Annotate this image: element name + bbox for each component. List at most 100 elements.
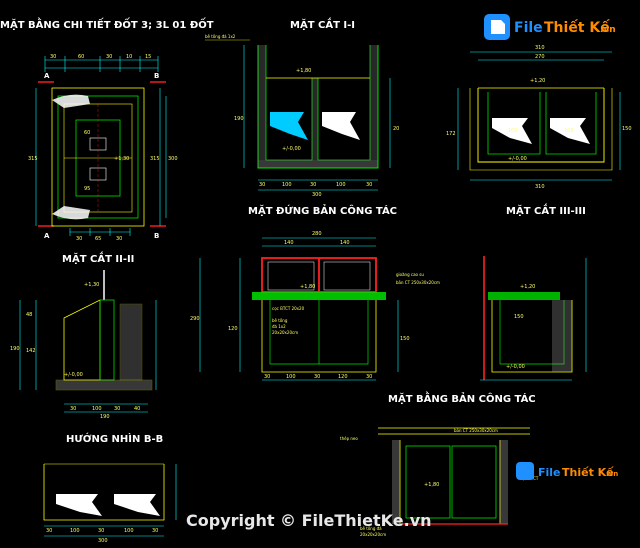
section-3-title: MẶT CẮT III-III [506,202,586,217]
marker-b-bottom: B [154,232,159,240]
elevation-sub-dim-1: 140 [284,240,294,246]
logo-text-vn: .vn [600,25,616,35]
logo-text-thietke-small: Thiết Kế [562,466,614,479]
section-2-title: MẶT CẮT II-II [62,250,134,265]
section-1-total-dim: 300 [312,192,322,198]
plan-inner-dim-2: 95 [84,186,90,192]
elevation-sub-dim-2: 140 [340,240,350,246]
section-1-title: MẶT CẮT I-I [290,16,355,31]
watermark-logo-top: File Thiết Kế .vn [484,14,616,40]
section-1-bottom-dim-3: 30 [310,182,316,188]
section-1-bottom-dim-5: 30 [366,182,372,188]
section-3-level-mid: +/-0,00 [508,156,527,162]
elevation-bottom-dim-3: 30 [314,374,320,380]
elevation-level: +1,80 [300,284,315,290]
section-1-bottom-dim-4: 100 [336,182,346,188]
section-3-top-dim-2: 270 [535,54,545,60]
marker-b-top: B [154,72,159,80]
section-2-side-dim-1: 48 [26,312,32,318]
plan-top-dim-1: 30 [50,54,56,60]
plan-platform-note-5: 20x20x20cm [360,532,386,537]
plan-bottom-dim-1: 30 [76,236,82,242]
section-2-bottom-dim-4: 40 [134,406,140,412]
section-1-bottom-dim-2: 100 [282,182,292,188]
view-b-dim-1: 30 [46,528,52,534]
section-2-side-dim-3: 142 [26,348,36,354]
section-1-side-dim-2: 20 [393,126,399,132]
section-2-bottom-dim-2: 100 [92,406,102,412]
view-b-total-dim: 300 [98,538,108,544]
view-b-view: HƯỚNG NHÌN B-B 30 100 30 100 30 300 [43,432,177,544]
section-1-top-level: +1,80 [296,68,311,74]
copyright-watermark: Copyright © FileThietKe.vn [186,511,432,530]
plan-left-dim: 315 [28,156,38,162]
view-b-dim-2: 100 [70,528,80,534]
logo-text-file-small: File [538,466,561,479]
plan-platform-title: MẶT BẰNG BẢN CÔNG TÁC [388,390,536,405]
plan-bottom-dim-3: 30 [116,236,122,242]
elevation-side-dim-3: 150 [400,336,410,342]
section-1-view: MẶT CẮT I-I bê tông đá 1x2 +1,80 +/-0,00… [205,16,399,198]
plan-platform-level: +1,80 [424,482,439,488]
plan-right-dim-1: 315 [150,156,160,162]
elevation-note-6: 20x20x20cm [272,330,298,335]
plan-platform-note-1: thép neo [340,436,358,441]
section-1-bottom-dim-1: 30 [259,182,265,188]
elevation-bottom-dim-1: 30 [264,374,270,380]
plan-platform-view: MẶT BẰNG BẢN CÔNG TÁC +1,80 thép neo bản… [340,390,539,537]
plan-inner-dim-1: 60 [84,130,90,136]
section-3-side-dim-1: 172 [446,131,456,137]
plan-detail-view: MẶT BẰNG CHI TIẾT ĐỐT 3; 3L 01 ĐỐT 30 60… [0,16,214,242]
plan-right-dim-2: 300 [168,156,178,162]
section-2-bottom-dim-3: 30 [114,406,120,412]
section-3-top-dim: 310 [535,45,545,51]
logo-text-thietke: Thiết Kế [544,19,610,36]
view-b-dim-5: 30 [152,528,158,534]
plan-detail-title: MẶT BẰNG CHI TIẾT ĐỐT 3; 3L 01 ĐỐT [0,16,214,31]
elevation-note-4: bê tông [272,318,288,323]
marker-a-top: A [44,72,50,80]
plan-top-dim-4: 10 [126,54,132,60]
view-b-dim-4: 100 [124,528,134,534]
elevation-bottom-dim-2: 100 [286,374,296,380]
section-2-mid-level: +/-0,00 [64,372,83,378]
plan-top-dim-2: 60 [78,54,84,60]
plan-platform-note-2: bản CT 250x30x20cm [454,428,498,433]
section-1-mid-level: +/-0,00 [282,146,301,152]
section-3-level-top: +1,20 [530,78,545,84]
elevation-note-5: đá 1x2 [272,324,286,329]
plan-top-dim-5: 15 [145,54,151,60]
plan-mid-level: +1,30 [114,156,129,162]
elevation-note-2: bản CT 250x30x20cm [396,280,440,285]
section-3-inner-dim-2: 105 [564,128,574,134]
plan-platform-note-4: bê tông đá [360,526,382,531]
section-2-view: MẶT CẮT II-II +1,30 +/-0,00 190 48 142 3… [10,250,157,420]
plan-top-dim-3: 30 [106,54,112,60]
logo-text-file: File [514,20,543,36]
elevation-bottom-dim-4: 120 [338,374,348,380]
elevation-note-1: gioăng cao su [396,272,424,277]
logo-text-vn-small: .vn [606,470,618,478]
section-3-mid-level: +1,20 [520,284,535,290]
document-icon [491,20,505,34]
section-2-total-dim: 190 [100,414,110,420]
marker-a-bottom: A [44,232,50,240]
section-3-top-view: 310 270 +1,20 +/-0,00 100 105 310 172 15… [446,45,632,190]
section-2-top-level: +1,30 [84,282,99,288]
section-2-bottom-dim-1: 30 [70,406,76,412]
elevation-side-dim-2: 120 [228,326,238,332]
section-1-side-dim-1: 190 [234,116,244,122]
elevation-side-dim-1: 290 [190,316,200,322]
section-3-side-dim-2: 150 [622,126,632,132]
section-1-note: bê tông đá 1x2 [205,34,236,39]
elevation-title: MẶT ĐỨNG BẢN CÔNG TÁC [248,203,397,217]
section-3-mid-level-2: +/-0,00 [506,364,525,370]
elevation-platform-view: MẶT ĐỨNG BẢN CÔNG TÁC 280 140 140 +1,80 … [190,203,440,381]
plan-bottom-dim-2: 65 [95,236,101,242]
section-3-inner-dim-1: 100 [508,128,518,134]
file-logo-icon-small [516,462,534,480]
section-3-bottom-dim: 310 [535,184,545,190]
section-2-side-dim-2: 190 [10,346,20,352]
section-3-view: MẶT CẮT III-III +1,20 +/-0,00 150 [480,202,587,381]
